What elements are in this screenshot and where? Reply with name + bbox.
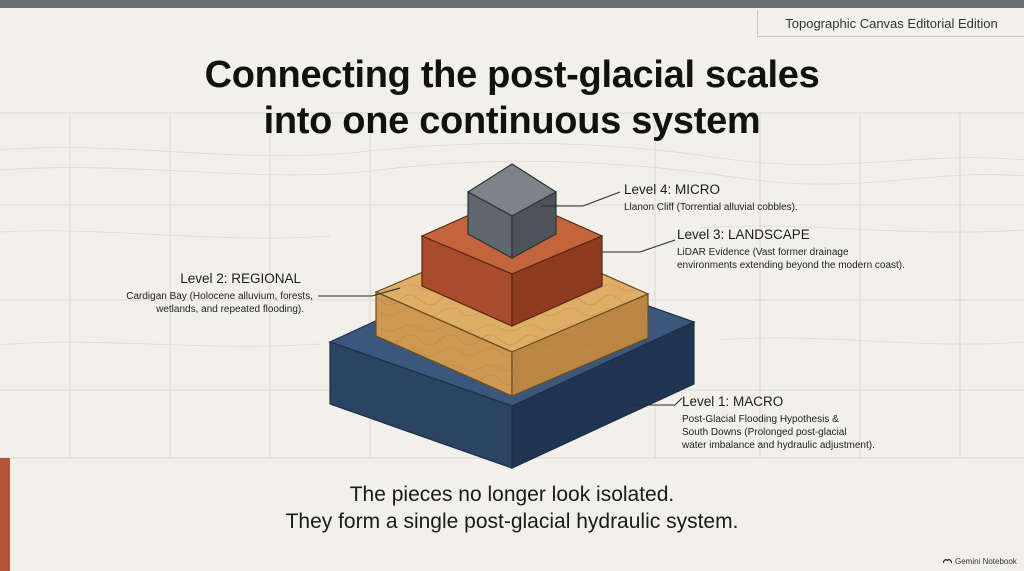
level-1-desc-line-2: South Downs (Prolonged post-glacial xyxy=(682,427,847,438)
summary-text: The pieces no longer look isolated. They… xyxy=(0,481,1024,535)
level-4-desc-line-1: Llanon Cliff (Torrential alluvial cobble… xyxy=(624,202,798,213)
summary-line-1: The pieces no longer look isolated. xyxy=(349,483,675,506)
level-3-desc-line-1: LiDAR Evidence (Vast former drainage xyxy=(677,247,849,258)
notebook-logo-icon xyxy=(943,559,952,564)
level-1-desc-line-3: water imbalance and hydraulic adjustment… xyxy=(682,440,875,451)
leader-line-macro xyxy=(633,397,683,406)
level-1-desc-line-1: Post-Glacial Flooding Hypothesis & xyxy=(682,414,839,425)
level-3-title: Level 3: LANDSCAPE xyxy=(677,227,810,242)
level-4-title: Level 4: MICRO xyxy=(624,182,721,197)
leader-line-regional xyxy=(318,287,401,297)
accent-bar xyxy=(0,458,10,571)
level-3-right-face xyxy=(511,235,603,327)
title-line-1: Connecting the post-glacial scales xyxy=(204,54,820,96)
brand-name: Gemini Notebook xyxy=(955,556,1017,566)
summary-line-2: They form a single post-glacial hydrauli… xyxy=(285,510,739,533)
leader-lines xyxy=(318,191,683,406)
level-1-right-face xyxy=(511,321,695,469)
title-line-2: into one continuous system xyxy=(263,100,761,142)
page-title: Connecting the post-glacial scales into … xyxy=(0,52,1024,144)
level-3-desc-line-2: environments extending beyond the modern… xyxy=(677,260,905,271)
edition-tag: Topographic Canvas Editorial Edition xyxy=(757,10,1024,37)
level-4-micro-block xyxy=(466,163,558,260)
level-2-title: Level 2: REGIONAL xyxy=(180,271,301,286)
leader-line-micro xyxy=(541,191,621,207)
top-bar xyxy=(0,0,1024,8)
level-1-title: Level 1: MACRO xyxy=(682,394,784,409)
leader-line-landscape xyxy=(602,239,676,253)
edition-label: Topographic Canvas Editorial Edition xyxy=(785,15,998,31)
level-4-right-face xyxy=(511,190,557,260)
level-2-desc-line-1: Cardigan Bay (Holocene alluvium, forests… xyxy=(126,291,313,302)
level-2-desc-line-2: wetlands, and repeated flooding). xyxy=(156,304,304,315)
brand-mark: Gemini Notebook xyxy=(943,554,1017,568)
